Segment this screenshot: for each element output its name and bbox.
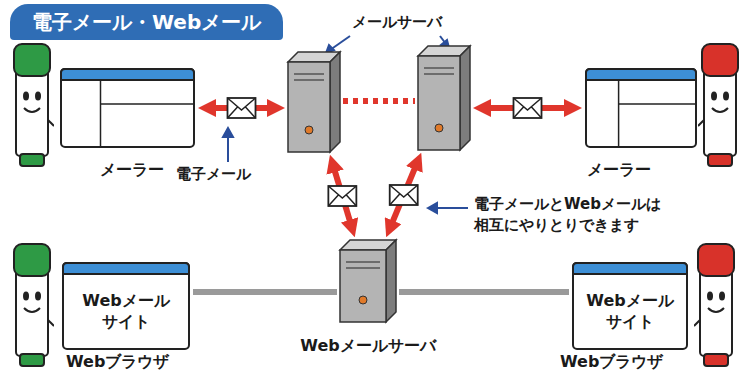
window-text: Webメール サイト	[578, 276, 682, 348]
server-box: Webメールサーバ	[340, 240, 396, 322]
marker-character	[14, 244, 54, 366]
server-box	[288, 52, 340, 152]
mailer-outline	[60, 68, 195, 148]
callout-label: メールサーバ	[352, 12, 442, 33]
envelope-icon	[514, 98, 542, 118]
marker-character	[14, 44, 54, 166]
window-text: Webメール サイト	[68, 276, 184, 348]
mailer-window: メーラー	[60, 68, 195, 148]
callout-label: 電子メール	[176, 164, 251, 185]
mailer-window: メーラー	[585, 68, 697, 148]
server-box	[418, 46, 470, 150]
marker-character	[694, 244, 734, 366]
server-outline	[340, 240, 396, 322]
server-link	[343, 98, 415, 104]
note-text: 電子メールとWebメールは 相互にやりとりできます	[474, 194, 724, 236]
envelope-icon	[328, 186, 356, 206]
node-caption: メーラー	[587, 160, 651, 181]
node-caption: メーラー	[100, 160, 164, 181]
node-caption: Webブラウザ	[66, 352, 169, 373]
server-outline	[418, 46, 470, 150]
leader-arrows	[223, 36, 468, 213]
envelope-icon	[228, 98, 256, 118]
marker-character	[698, 44, 738, 166]
webmail-window: Webメール サイトWebブラウザ	[572, 262, 688, 350]
web-link	[193, 289, 337, 295]
server-outline	[288, 52, 340, 152]
node-caption: Webブラウザ	[560, 352, 663, 373]
envelope-icon	[390, 185, 418, 205]
webmail-window: Webメール サイトWebブラウザ	[62, 262, 190, 350]
mailer-outline	[585, 68, 697, 148]
title-tab: 電子メール・Webメール	[10, 4, 283, 40]
web-link	[399, 289, 569, 295]
node-caption: Webメールサーバ	[300, 336, 435, 357]
